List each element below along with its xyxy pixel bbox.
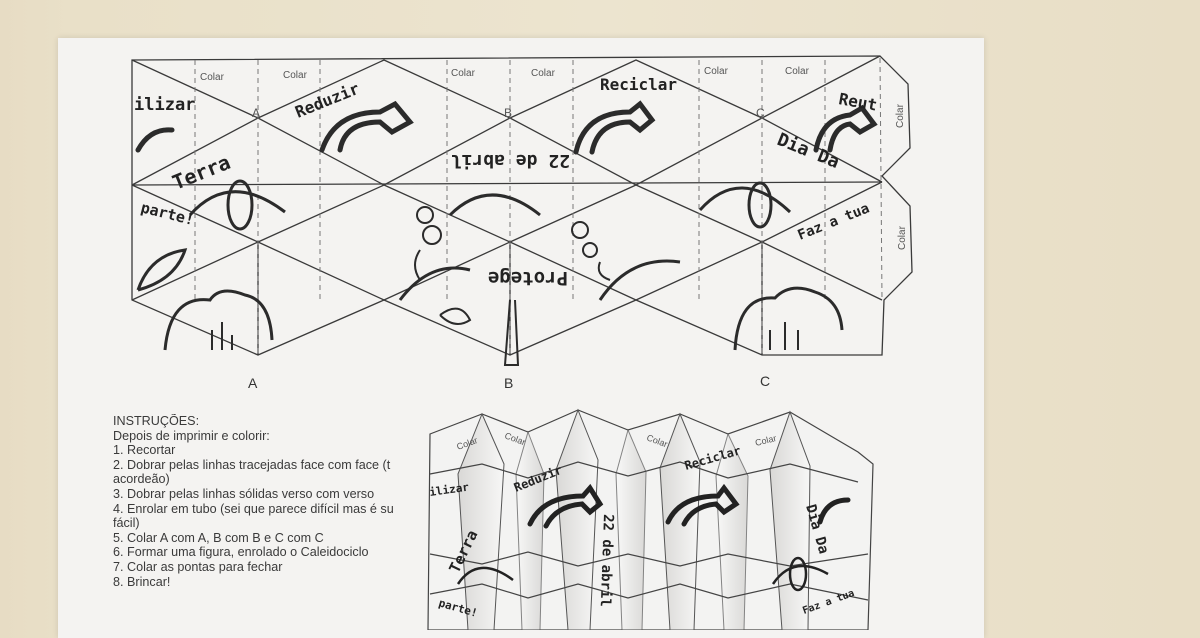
instruction-step: 4. Enrolar em tubo (sei que parece difíc… [113, 501, 394, 516]
instruction-step: acordeão) [113, 472, 170, 487]
tab-label-colar: Colar [704, 66, 729, 77]
instruction-step: 3. Dobrar pelas linhas sólidas verso com… [113, 486, 375, 501]
instruction-step: 5. Colar A com A, B com B e C com C [113, 530, 324, 545]
instructions-title: INSTRUÇÕES: [113, 414, 200, 428]
instructions-subtitle: Depois de imprimir e colorir: [113, 428, 270, 443]
tab-label-colar: Colar [283, 70, 308, 81]
column-marker-top: C [756, 106, 765, 120]
tab-label-colar: Colar [451, 68, 476, 79]
instruction-step: 2. Dobrar pelas linhas tracejadas face c… [113, 457, 391, 472]
word-terra: Terra [169, 150, 234, 195]
word-reciclar: Reciclar [600, 75, 677, 94]
instruction-step: 7. Colar as pontas para fechar [113, 559, 283, 574]
word-reutilizar-right: Reut [837, 89, 878, 114]
instruction-step: 8. Brincar! [113, 574, 171, 589]
model-word-date: 22 de abril [597, 514, 616, 607]
tab-label-colar: Colar [785, 66, 810, 77]
column-marker-bottom: C [760, 373, 770, 389]
column-marker-top: A [252, 106, 260, 120]
word-faz-a-tua: Faz a tua [796, 200, 872, 243]
instruction-step: 1. Recortar [113, 443, 176, 458]
word-protege-upside-down: Protege [488, 267, 568, 289]
side-tab-label-colar: Colar [897, 225, 908, 250]
tab-label-colar: Colar [200, 72, 225, 83]
word-parte: parte! [139, 198, 196, 229]
instructions: INSTRUÇÕES: Depois de imprimir e colorir… [113, 414, 443, 589]
instruction-step: 6. Formar uma figura, enrolado o Caleido… [113, 545, 369, 560]
column-marker-top: B [504, 106, 512, 120]
side-tab-label-colar: Colar [895, 103, 906, 128]
folded-kaleidocycle-model: Colar Colar Colar Colar Reduzir Reciclar… [427, 408, 874, 630]
instruction-step: fácil) [113, 516, 140, 531]
word-date-upside-down: 22 de abril [451, 150, 570, 171]
tab-label-colar: Colar [531, 68, 556, 79]
word-reutilizar-left: ilizar [134, 95, 195, 115]
column-marker-bottom: A [248, 375, 258, 391]
model-word-reutilizar: ilizar [429, 481, 471, 499]
column-marker-bottom: B [504, 375, 513, 391]
